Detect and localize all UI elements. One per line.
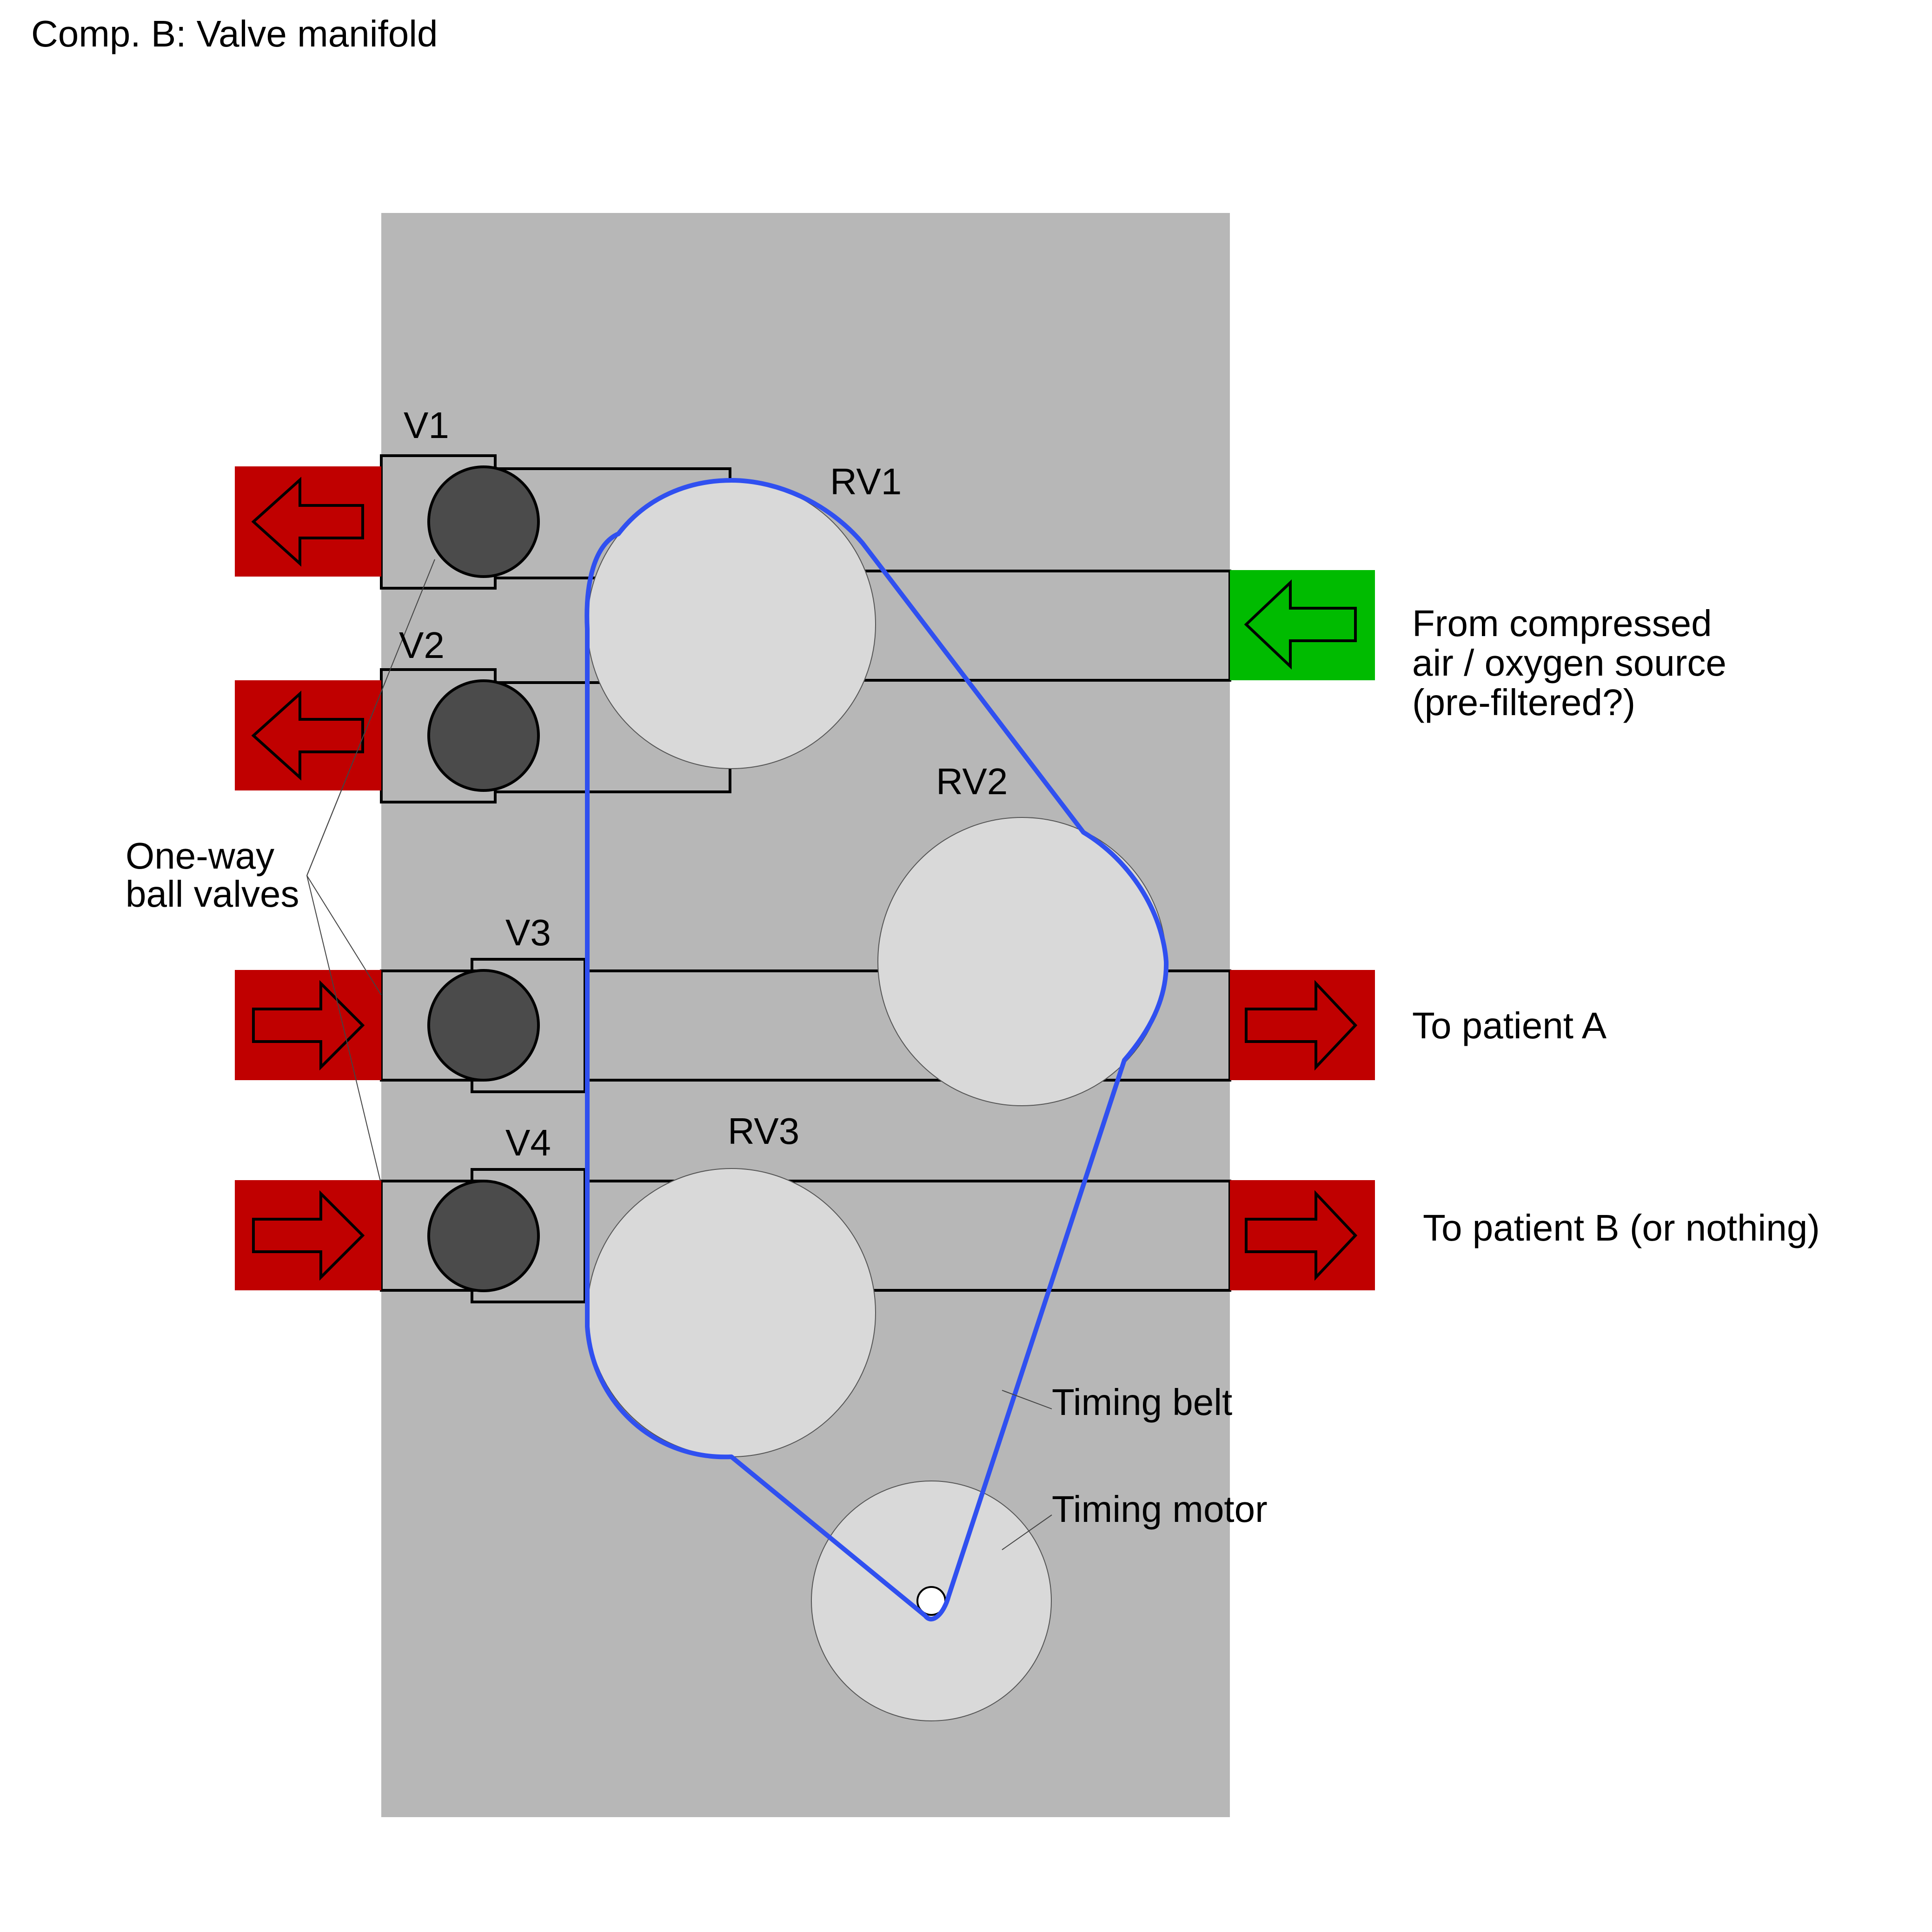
label-patient-a: To patient A (1412, 1005, 1607, 1046)
rotary-valve-rv1 (587, 480, 876, 769)
leader-line-v3 (306, 875, 382, 996)
ball-valve-v4 (427, 1180, 540, 1292)
inlet-port-v3 (235, 970, 381, 1080)
label-ball-valves-line2: ball valves (126, 873, 299, 915)
label-ball-valves-line1: One-way (126, 835, 274, 876)
label-patient-b: To patient B (or nothing) (1423, 1207, 1820, 1248)
arrow-right-icon (1245, 1190, 1358, 1281)
label-rv1: RV1 (830, 461, 902, 502)
label-v3: V3 (505, 912, 551, 953)
ball-valves (427, 465, 540, 1292)
outlet-port-v2 (235, 680, 381, 790)
rotary-valves (587, 480, 1167, 1721)
patient-a-outlet-port (1230, 970, 1375, 1080)
label-timing-belt: Timing belt (1052, 1381, 1232, 1423)
patient-b-outlet-port (1230, 1180, 1375, 1290)
leader-line-timing-motor (1002, 1514, 1052, 1550)
diagram-title: Comp. B: Valve manifold (31, 13, 438, 54)
inlet-port-v4 (235, 1180, 381, 1290)
ball-valve-v1 (427, 465, 540, 578)
label-v1: V1 (404, 405, 449, 446)
arrow-left-icon (251, 690, 364, 781)
port-blocks (235, 466, 1375, 1290)
ball-valve-v3 (427, 969, 540, 1082)
leader-line-v2 (306, 680, 386, 876)
label-source-line2: air / oxygen source (1412, 642, 1726, 684)
label-v4: V4 (505, 1122, 551, 1163)
source-inlet-port (1230, 570, 1375, 680)
leader-line-v4 (306, 875, 381, 1182)
label-source-line1: From compressed (1412, 603, 1712, 644)
leader-lines (306, 559, 1052, 1550)
rotary-valve-rv3 (587, 1168, 876, 1457)
timing-belt (584, 478, 1169, 1621)
label-v2: V2 (399, 624, 445, 666)
label-source-line3: (pre-filtered?) (1412, 682, 1635, 723)
arrow-right-icon (252, 1190, 365, 1281)
label-rv2: RV2 (936, 761, 1008, 802)
arrow-right-icon (252, 980, 365, 1071)
label-timing-motor: Timing motor (1052, 1488, 1268, 1530)
flow-arrows (251, 477, 1358, 1281)
label-rv3: RV3 (728, 1110, 799, 1152)
leader-line-timing-belt (1002, 1390, 1052, 1409)
arrow-right-icon (1245, 980, 1358, 1071)
ball-valve-v2 (427, 679, 540, 792)
outlet-port-v1 (235, 466, 381, 577)
arrow-left-icon (1244, 579, 1357, 670)
arrow-left-icon (251, 477, 364, 567)
labels: V1 V2 V3 V4 RV1 RV2 RV3 One-way ball val… (126, 405, 1820, 1530)
